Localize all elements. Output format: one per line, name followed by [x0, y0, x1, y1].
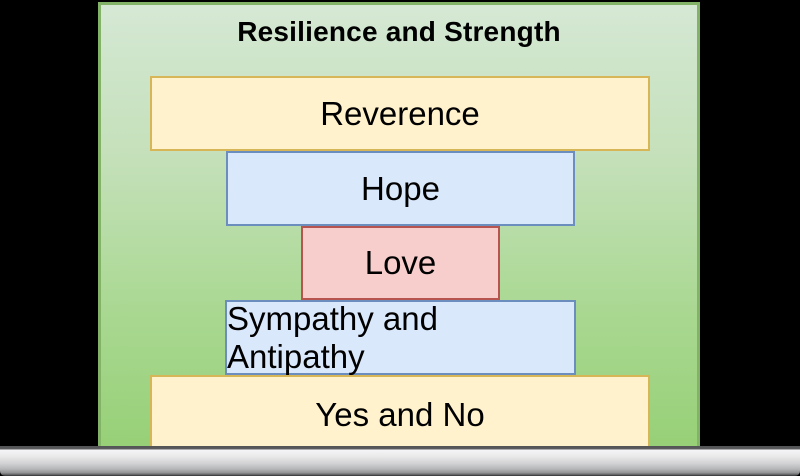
diagram-panel: Resilience and Strength Reverence Hope L… — [98, 2, 700, 450]
box-label-yes-and-no: Yes and No — [315, 396, 485, 433]
box-label-reverence: Reverence — [320, 94, 480, 132]
diagram-box-love: Love — [301, 226, 500, 300]
diagram-box-yes-and-no: Yes and No — [150, 375, 650, 447]
diagram-box-reverence: Reverence — [150, 76, 650, 151]
box-label-love: Love — [364, 244, 437, 281]
diagram-title: Resilience and Strength — [237, 16, 561, 47]
box-label-hope: Hope — [361, 169, 440, 207]
diagram-box-hope: Hope — [226, 151, 575, 226]
diagram-box-sympathy-and-antipathy: Sympathy and Antipathy — [225, 300, 576, 375]
box-label-sympathy-and-antipathy: Sympathy and Antipathy — [227, 299, 438, 375]
window-bottom-bezel — [0, 446, 800, 476]
